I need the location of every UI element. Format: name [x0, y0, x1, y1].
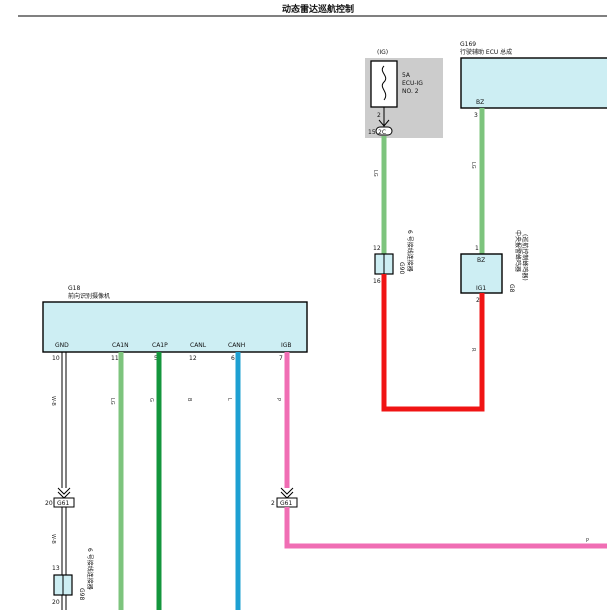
splice-left-label: G61 [57, 500, 69, 507]
camera-pin-num-ca1n: 11 [111, 355, 119, 362]
wire-label-ca1p: G [148, 398, 154, 402]
page-title: 动态雷达巡航控制 [282, 3, 354, 15]
fuse-name-2: NO. 2 [402, 88, 419, 95]
arrow-down-icon [378, 119, 390, 127]
wire-label-lg-2: LG [470, 162, 476, 169]
junction-left-desc: 6 号接线连接器 [86, 548, 94, 590]
camera-pin-num-canl: 12 [189, 355, 197, 362]
wire-red [381, 274, 485, 412]
wire-label-r: R [470, 348, 476, 352]
splice-igb-num: 2 [271, 500, 275, 507]
fuse-connector [375, 126, 393, 136]
camera-pin-num-ca1p: 5 [154, 355, 158, 362]
buzzer-desc: 中央报警蜂鸣器 [514, 230, 522, 272]
camera-pin-num-gnd: 10 [52, 355, 60, 362]
camera-pin-num-igb: 7 [279, 355, 283, 362]
fuse-icon [381, 65, 387, 101]
camera-pin-label-ca1p: CA1P [152, 342, 168, 349]
camera-name: 前向识别摄像机 [68, 292, 110, 300]
ecu-id: G169 [460, 41, 476, 48]
camera-pin-label-ca1n: CA1N [112, 342, 129, 349]
camera-pin-label-gnd: GND [55, 342, 69, 349]
junction-right-pin-bottom: 16 [373, 278, 381, 285]
ecu-name: 行驶辅助 ECU 总成 [460, 48, 512, 56]
ecu-pin-num: 3 [474, 112, 478, 119]
camera-id: G18 [68, 285, 80, 292]
camera-pin-label-igb: IGB [281, 342, 292, 349]
junction-right-id: G90 [398, 262, 405, 274]
buzzer-desc-2: (巡航控制蜂鸣器) [521, 234, 529, 281]
fuse-supply-label: (IG) [377, 49, 388, 56]
splice-igb-label: G61 [280, 500, 292, 507]
wire-label-canh: L [226, 398, 232, 401]
wire-igb-horizontal [284, 507, 607, 549]
camera-box [42, 301, 308, 353]
ecu-box [460, 57, 607, 109]
wire-label-p-right: P [586, 538, 589, 544]
buzzer-pin-bottom-label: IG1 [476, 285, 486, 292]
junction-right-pin-top: 12 [373, 245, 381, 252]
camera-pin-num-canh: 6 [231, 355, 235, 362]
ecu-pin-label: BZ [476, 99, 484, 106]
fuse-name: ECU-IG [402, 80, 423, 87]
buzzer-pin-top: 1 [475, 245, 479, 252]
wire-label-canl: B [186, 398, 192, 402]
fuse-symbol [370, 60, 398, 108]
splice-left-num: 20 [45, 500, 53, 507]
wire-label-ca1n: LG [109, 398, 115, 405]
camera-pin-label-canl: CANL [190, 342, 207, 349]
buzzer-pin-bottom: 2 [476, 297, 480, 304]
fuse-connector-label: 2C [378, 129, 386, 136]
fuse-pin-top: 2 [377, 112, 381, 119]
buzzer-id: G8 [508, 284, 515, 293]
junction-left-id: G98 [78, 588, 85, 600]
chevron-down-icon [57, 487, 71, 499]
fuse-rating: 5A [402, 72, 411, 79]
junction-left-pin-bottom: 20 [52, 599, 60, 606]
chevron-down-icon [280, 487, 294, 499]
wire-label-gnd-2: W-B [50, 534, 56, 544]
buzzer-pin-top-label: BZ [477, 257, 485, 264]
splice-left [53, 497, 75, 508]
wire-label-igb: P [275, 398, 281, 401]
junction-left-pin-top: 13 [52, 565, 60, 572]
wire-label-lg-1: LG [372, 170, 378, 177]
fuse-pin-bottom: 15 [368, 129, 376, 136]
junction-right-desc: 6 号接线连接器 [406, 230, 414, 272]
wire-label-gnd-1: W-B [50, 396, 56, 406]
camera-pin-label-canh: CANH [228, 342, 245, 349]
